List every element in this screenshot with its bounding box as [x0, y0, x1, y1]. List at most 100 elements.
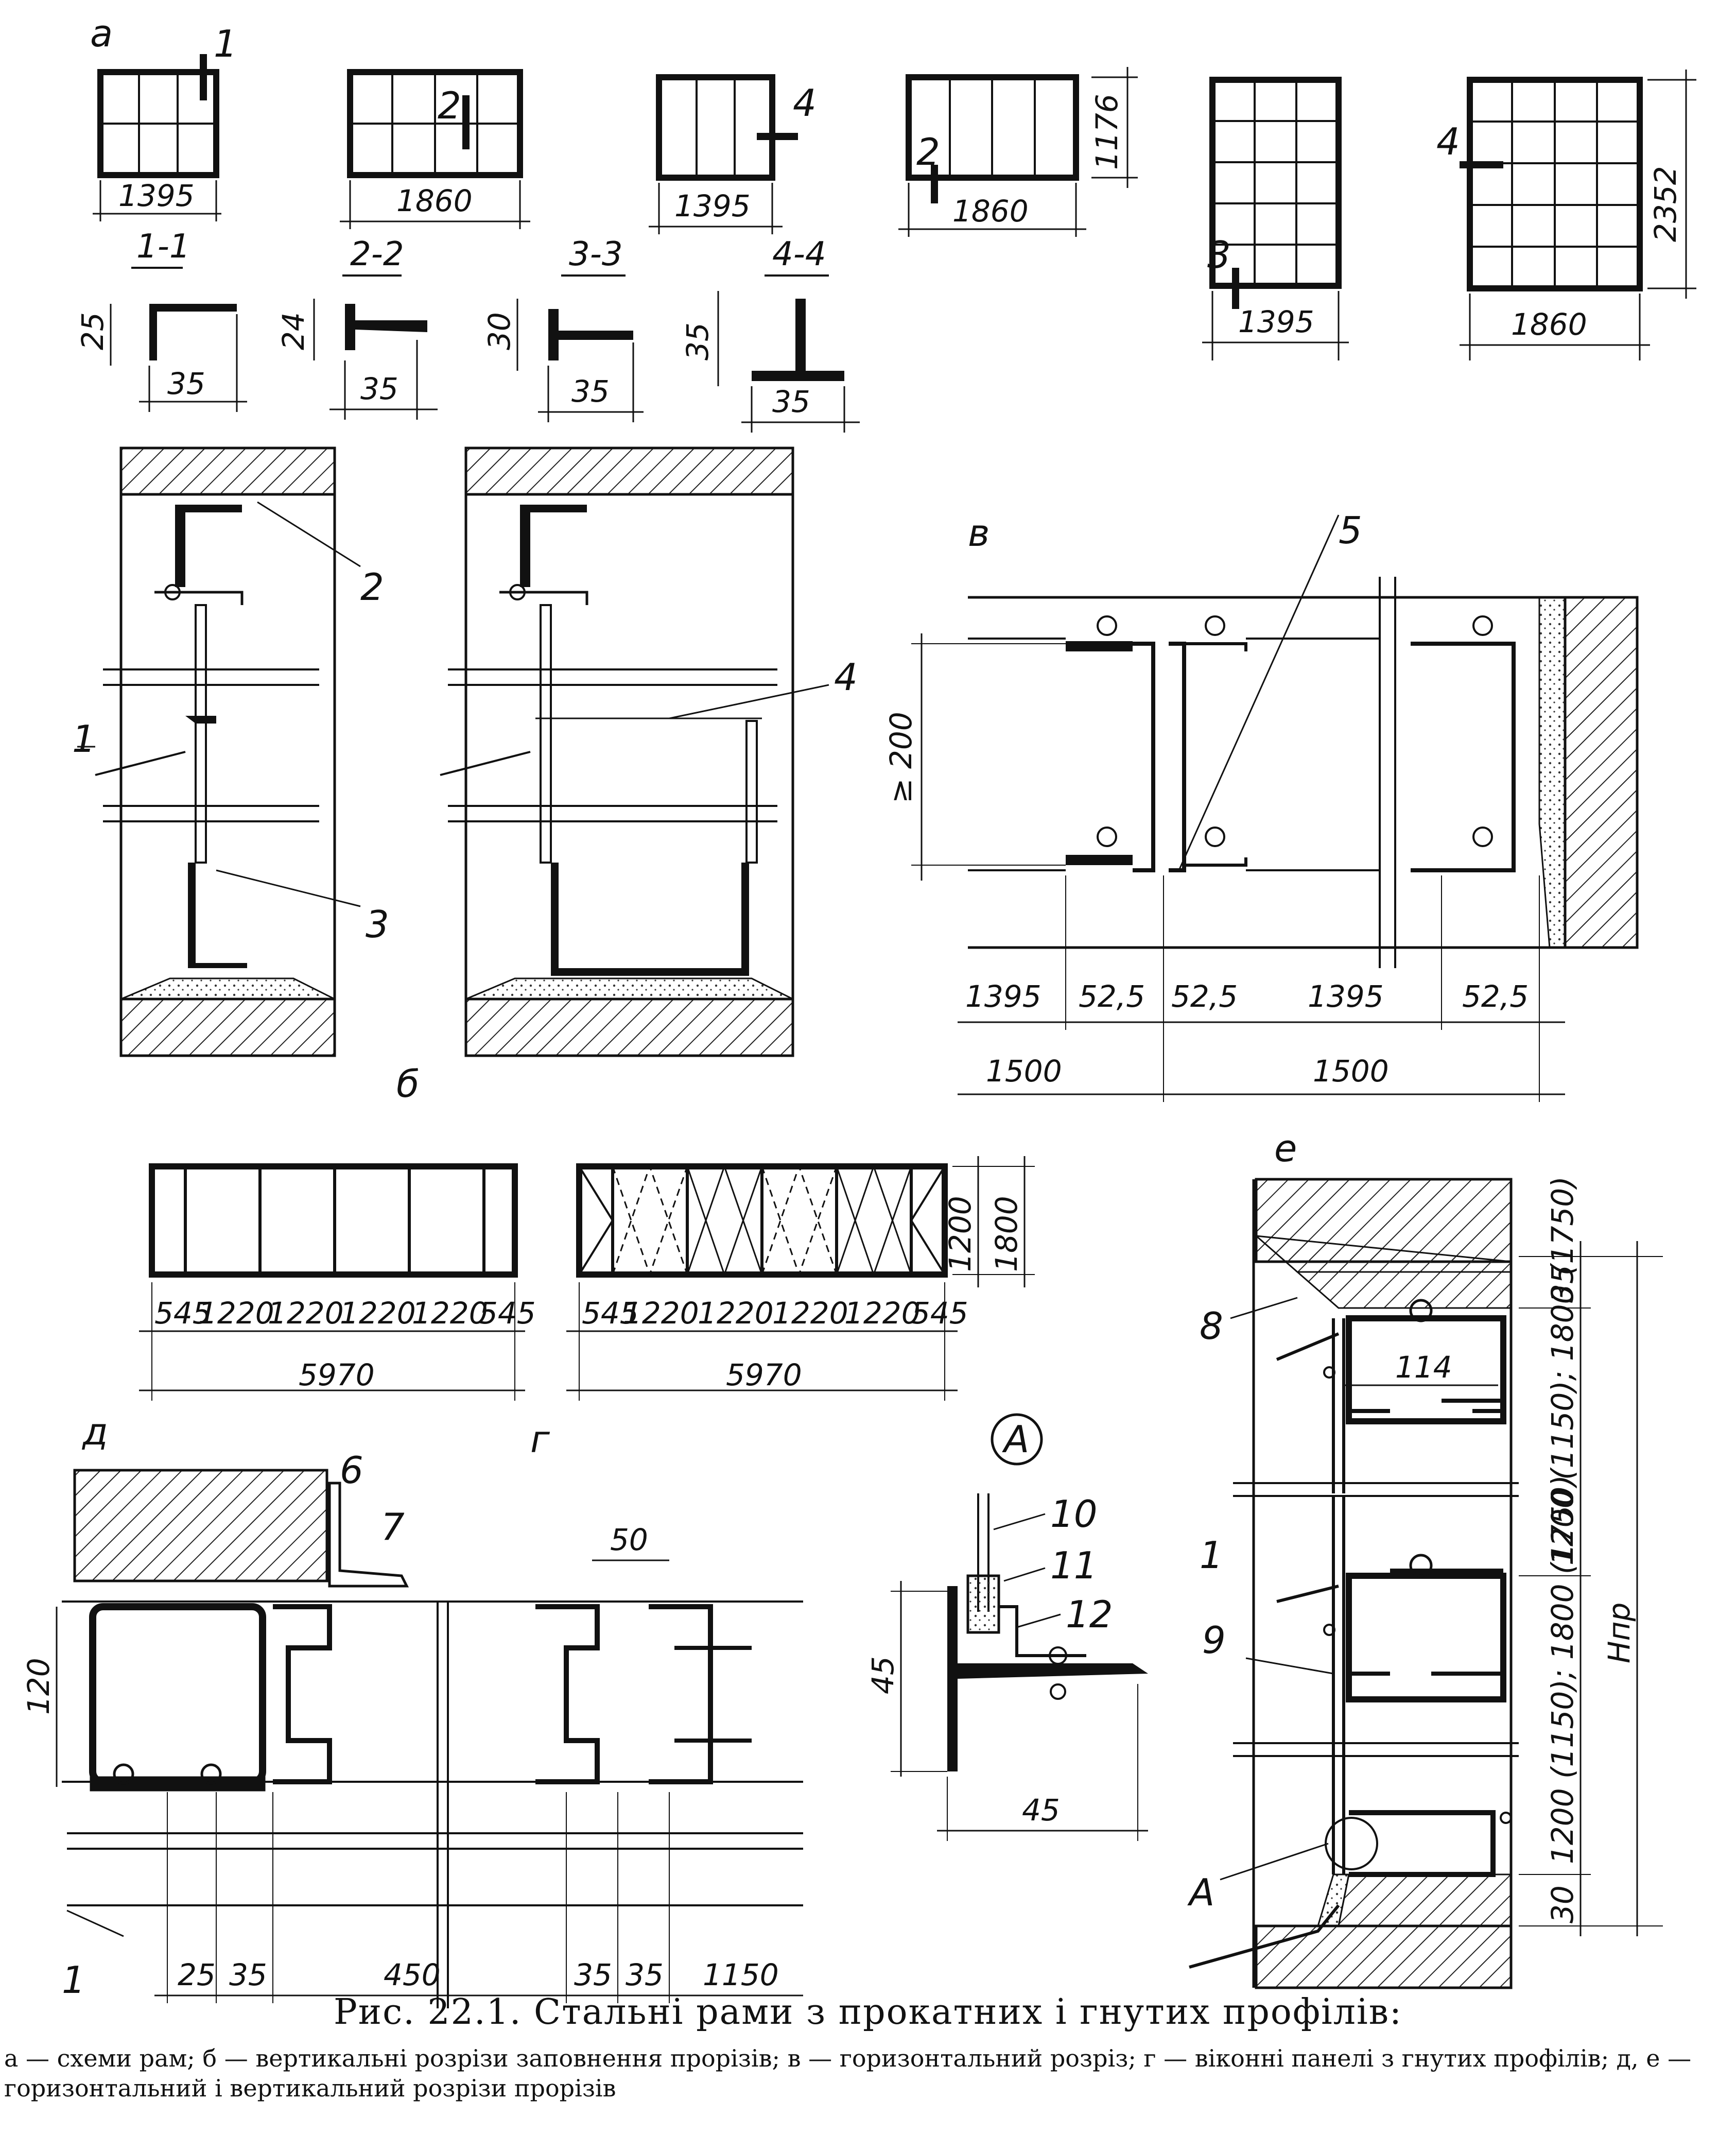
dim-120: 120	[21, 1658, 56, 1715]
dim-seg: 545	[582, 1296, 639, 1331]
panel-v-horizontal-section: в 5 ≥ 200	[883, 509, 1639, 1102]
dim-30: 30	[1545, 1885, 1580, 1923]
dim-seg: 1220	[268, 1296, 344, 1331]
callout-9: 9	[1202, 1619, 1226, 1662]
panel-letter-a: а	[90, 12, 113, 55]
dim-width: 1395	[674, 188, 751, 223]
dim-seg: 545	[911, 1296, 968, 1331]
dim-1395: 1395	[965, 979, 1041, 1014]
dim-h: 25	[75, 312, 110, 350]
detail-A-label: A	[1002, 1418, 1029, 1461]
dim-w: 35	[571, 374, 610, 409]
section-mark-1: 1	[214, 22, 237, 65]
dim-52-5: 52,5	[1171, 979, 1238, 1014]
panel-a-frame-schemes: а 1 1395 2 1860	[90, 12, 1696, 360]
dim-seg: 1220	[623, 1296, 699, 1331]
panel-d-horizontal-section: д 6 7 50 120 1 25 35 450 35 35	[21, 1410, 803, 2008]
dim-width: 1860	[1511, 307, 1587, 342]
dim-seg: 545	[154, 1296, 212, 1331]
frame-scheme-1: 1 1395	[93, 22, 237, 221]
panel-letter-g: г	[530, 1418, 550, 1461]
callout-6: 6	[340, 1449, 363, 1492]
panel-letter-d: д	[81, 1410, 108, 1453]
section-mark-3: 3	[1207, 233, 1231, 277]
dim-seg: 1220	[772, 1296, 848, 1331]
callout-4: 4	[834, 656, 858, 699]
vertical-section-right: 4	[440, 446, 858, 1057]
callout-1: 1	[62, 1958, 85, 2002]
frame-scheme-3: 4 1395	[649, 74, 817, 234]
callout-8: 8	[1200, 1304, 1223, 1348]
dim-35: 35	[1545, 1265, 1580, 1303]
dim-w: 35	[167, 366, 205, 401]
section-2-2: 2-2 24 35	[276, 235, 438, 420]
dim-total: 5970	[726, 1357, 802, 1392]
section-mark-4: 4	[793, 81, 817, 125]
dim-45-w: 45	[1022, 1793, 1060, 1828]
section-mark-2b: 2	[916, 130, 940, 174]
dim-width: 1395	[1238, 304, 1314, 339]
dim-seg: 35	[626, 1957, 664, 1992]
profile-sections: 1-1 25 35 2-2 24 35 3-3 30	[75, 228, 860, 433]
dim-width: 1860	[952, 194, 1029, 229]
section-title: 2-2	[350, 235, 404, 273]
dim-52-5: 52,5	[1079, 979, 1145, 1014]
callout-12: 12	[1066, 1593, 1113, 1636]
dim-52-5: 52,5	[1462, 979, 1529, 1014]
vertical-section-left: 2 1 3	[72, 446, 389, 1057]
dim-45-h: 45	[865, 1656, 900, 1694]
dim-width: 1860	[396, 183, 473, 218]
callout-5: 5	[1339, 509, 1362, 552]
dim-h: 35	[680, 322, 715, 360]
section-mark-4b: 4	[1436, 120, 1460, 163]
dim-50: 50	[610, 1522, 648, 1557]
dim-seg: 1220	[198, 1296, 274, 1331]
dim-seg: 35	[229, 1957, 267, 1992]
section-mark-2: 2	[438, 84, 461, 127]
dim-height-1200: 1200	[943, 1196, 978, 1272]
panel-letter-e: е	[1274, 1127, 1297, 1170]
section-3-3: 3-3 30 35	[482, 235, 644, 422]
frame-scheme-5: 3 1395	[1202, 77, 1349, 360]
dim-height-1800: 1800	[989, 1196, 1024, 1272]
dim-width: 1395	[118, 178, 195, 213]
callout-2: 2	[360, 565, 384, 609]
callout-10: 10	[1050, 1492, 1098, 1536]
window-panel-right: 545 1220 1220 1220 1220 545 5970 1200 18…	[566, 1156, 1035, 1401]
dim-seg: 450	[384, 1957, 441, 1992]
dim-1500: 1500	[986, 1054, 1062, 1089]
dim-upper-height: 1200 (1150); 1800 (1750)	[1545, 1176, 1580, 1565]
panel-g-window-panels: 545 1220 1220 1220 1220 545 5970 545	[139, 1156, 1035, 1461]
dim-w: 35	[360, 371, 398, 406]
frame-scheme-4: 2 1860 1176	[898, 67, 1138, 237]
dim-114: 114	[1395, 1350, 1452, 1385]
dim-seg: 1220	[698, 1296, 774, 1331]
callout-11: 11	[1050, 1544, 1098, 1587]
leader-A: A	[1187, 1871, 1214, 1914]
panel-b-vertical-sections: 2 1 3 4 б	[72, 446, 858, 1106]
dim-height: 2352	[1648, 166, 1683, 242]
dim-min-height: ≥ 200	[883, 712, 918, 803]
dim-seg: 35	[574, 1957, 612, 1992]
dim-1500: 1500	[1313, 1054, 1389, 1089]
dim-seg: 25	[178, 1957, 216, 1992]
dim-seg: 1220	[844, 1296, 921, 1331]
detail-A: A 10 11 12 45 45	[865, 1413, 1148, 1841]
callout-7: 7	[381, 1505, 405, 1548]
panel-letter-b: б	[396, 1062, 419, 1106]
panel-e-vertical-section: е 8 1 9	[1187, 1127, 1663, 1989]
dim-seg: 1150	[703, 1957, 779, 1992]
callout-1: 1	[72, 717, 96, 761]
section-title: 4-4	[772, 235, 826, 273]
dim-h: 24	[276, 312, 311, 350]
section-title: 3-3	[569, 235, 623, 273]
frame-scheme-6: 4 1860 2352	[1436, 70, 1696, 360]
dim-h: 30	[482, 312, 517, 350]
section-1-1: 1-1 25 35	[75, 228, 247, 412]
dim-seg: 1220	[412, 1296, 488, 1331]
dim-hpr: Hпр	[1602, 1603, 1637, 1663]
callout-3: 3	[366, 903, 389, 946]
window-panel-left: 545 1220 1220 1220 1220 545 5970	[139, 1163, 536, 1401]
dim-total: 5970	[299, 1357, 375, 1392]
